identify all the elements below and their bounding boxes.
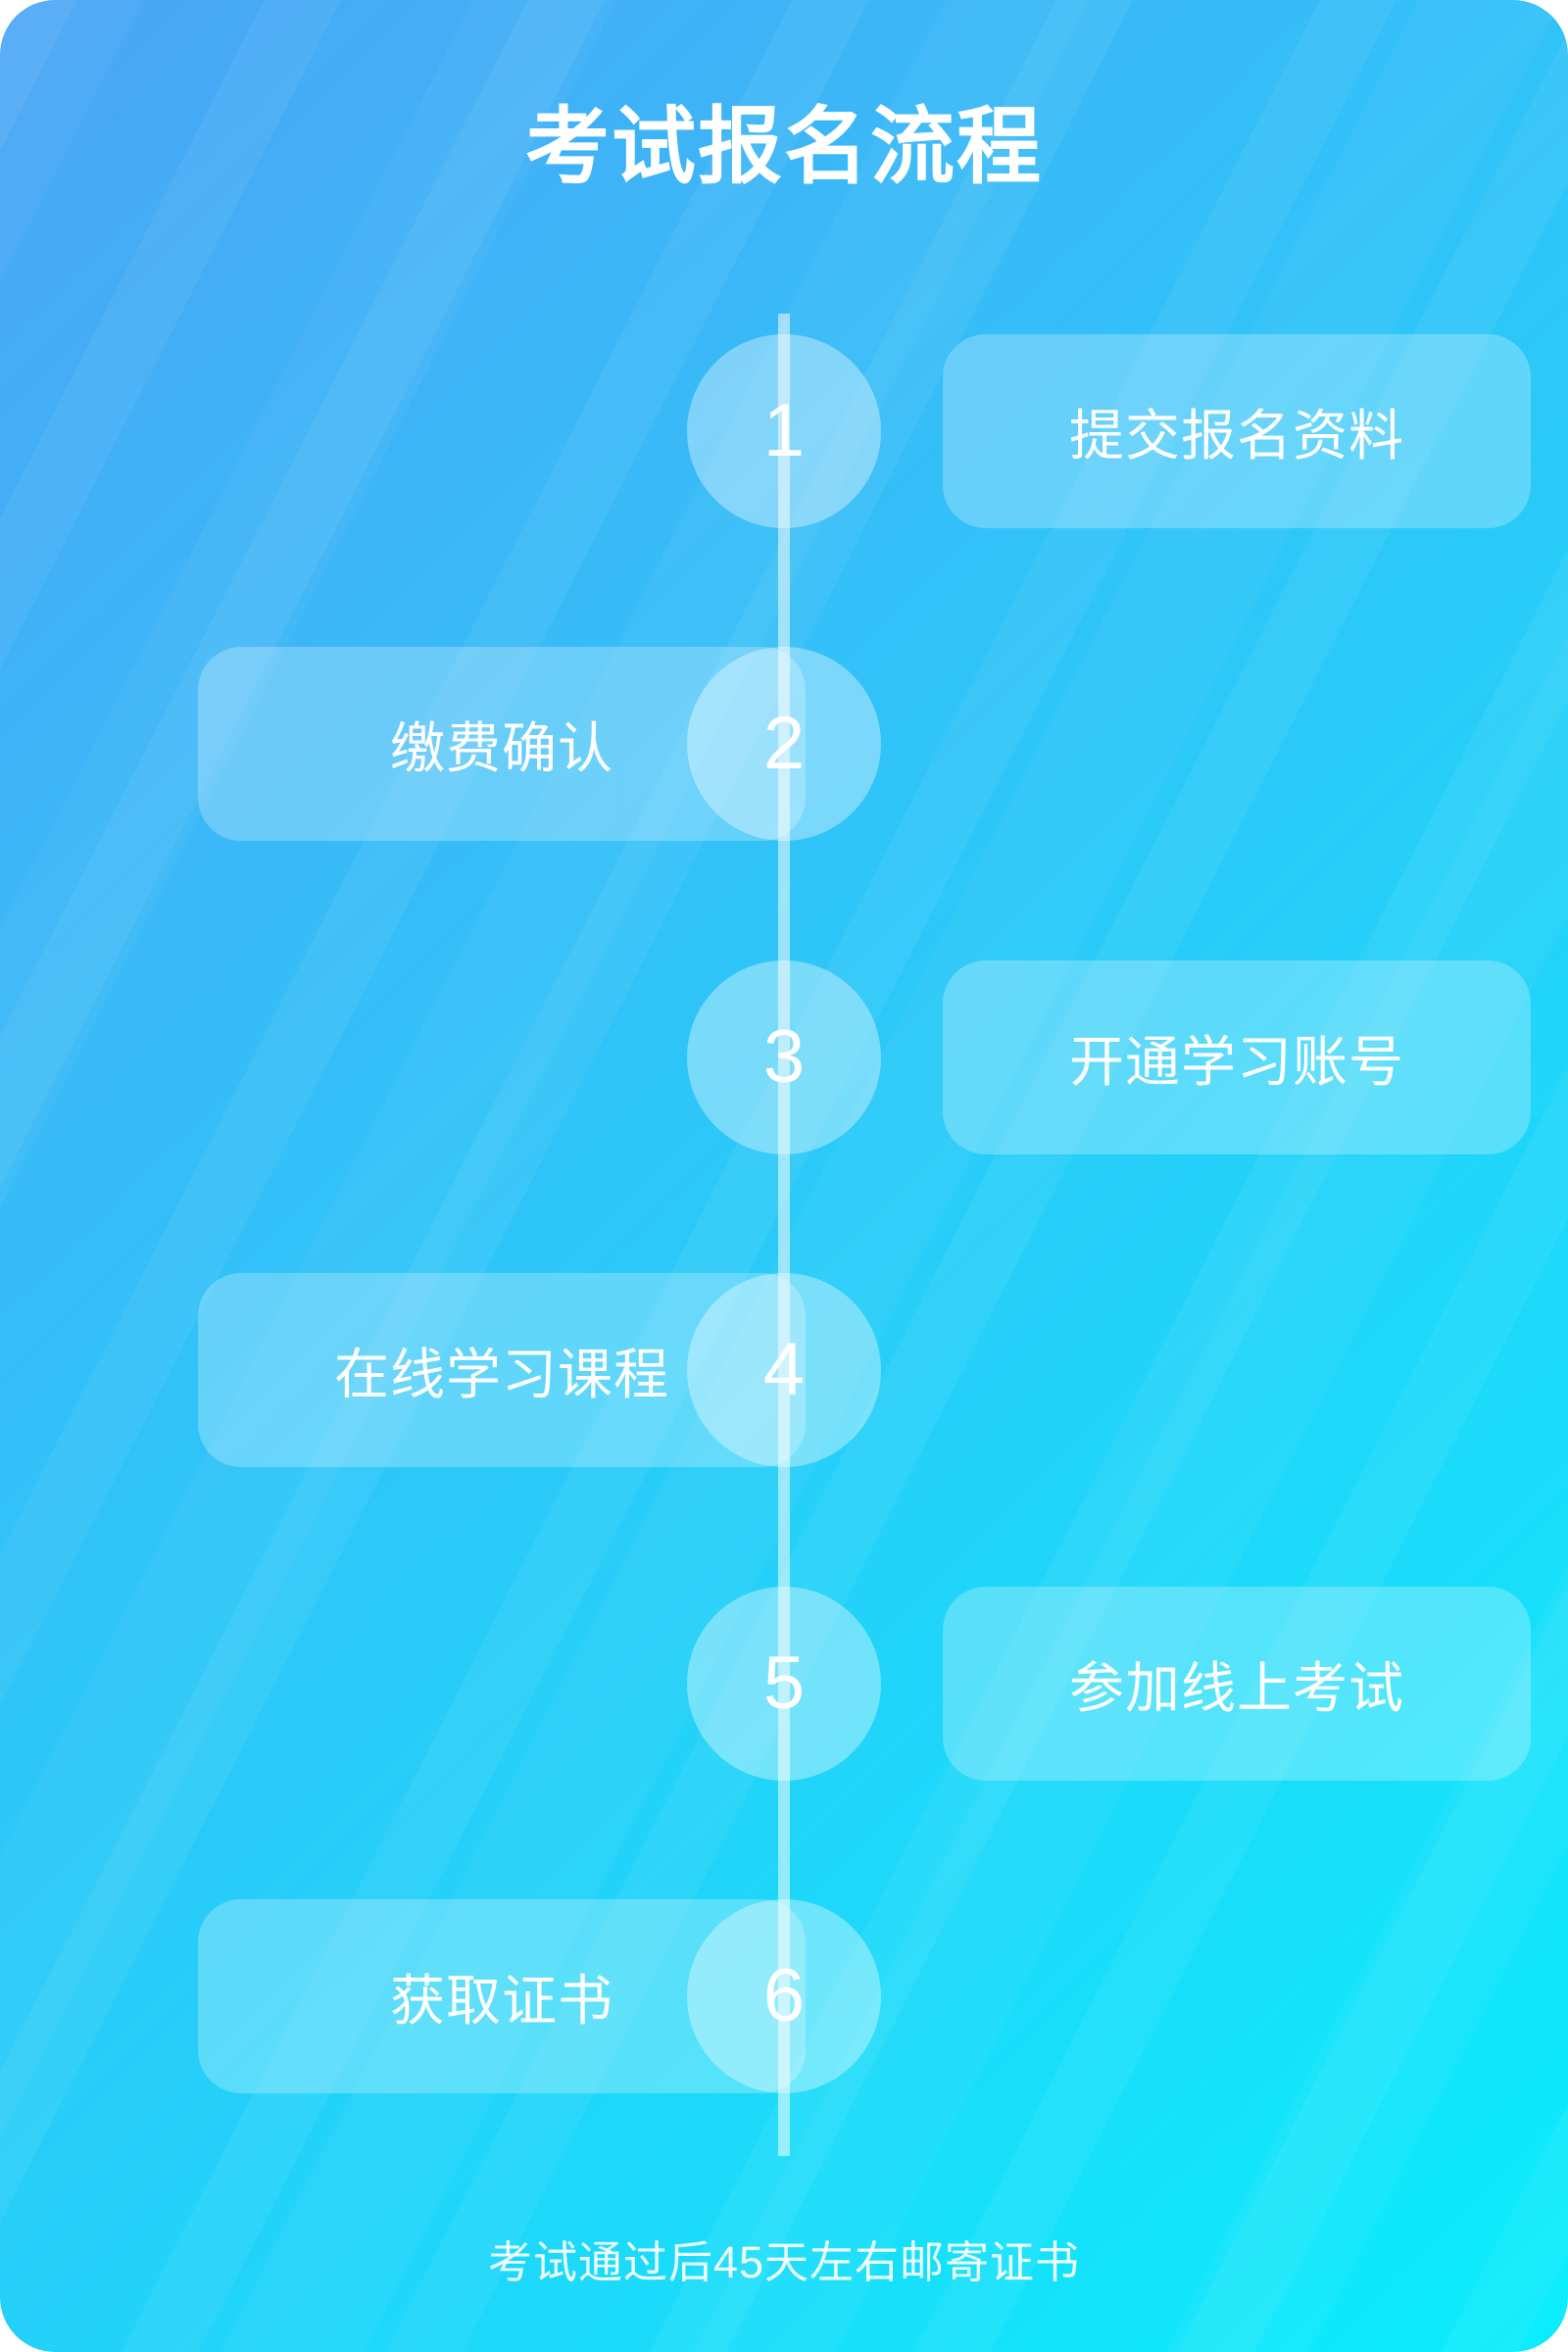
- step-3-card: 开通学习账号: [943, 960, 1531, 1154]
- step-4-card: 在线学习课程: [198, 1273, 806, 1467]
- step-5: 参加线上考试 5: [0, 1587, 1568, 1781]
- step-1-card: 提交报名资料: [943, 334, 1531, 528]
- footer-note: 考试通过后45天左右邮寄证书: [487, 2237, 1081, 2287]
- timeline-line: [778, 314, 790, 2156]
- step-3-label: 开通学习账号: [1069, 1030, 1404, 1093]
- step-5-label: 参加线上考试: [1069, 1656, 1404, 1719]
- step-3: 开通学习账号 3: [0, 960, 1568, 1154]
- step-6-card: 获取证书: [198, 1899, 806, 2093]
- step-4-label: 在线学习课程: [334, 1343, 669, 1405]
- step-2-card: 缴费确认: [198, 647, 806, 841]
- step-5-card: 参加线上考试: [943, 1587, 1531, 1781]
- page-title: 考试报名流程: [525, 100, 1043, 194]
- step-2-label: 缴费确认: [390, 716, 613, 779]
- step-6-label: 获取证书: [390, 1969, 613, 2032]
- step-1-label: 提交报名资料: [1069, 404, 1404, 466]
